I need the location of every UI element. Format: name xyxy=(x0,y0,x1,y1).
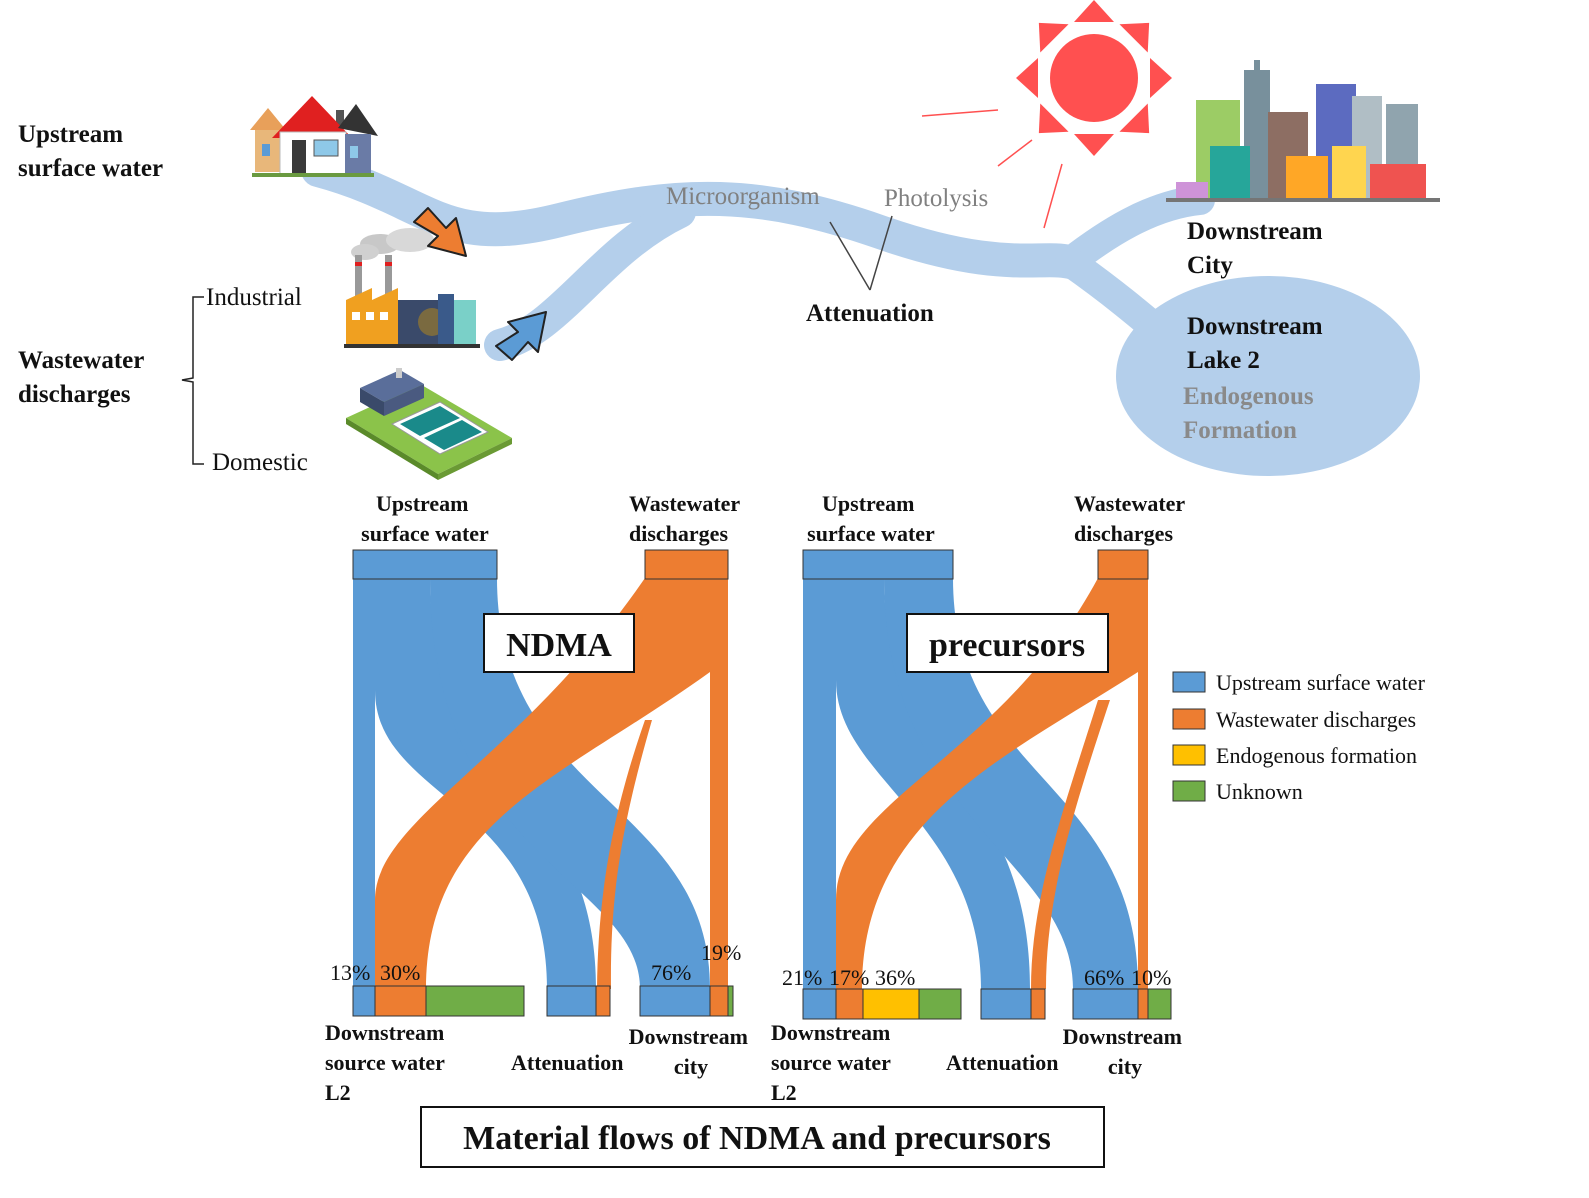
legend-swatch-endogenous xyxy=(1172,744,1206,766)
flow-prec-wastewater-source xyxy=(836,578,1138,989)
ndma-title-box xyxy=(483,613,635,673)
seg-prec-city-upstream xyxy=(1072,988,1139,1020)
flow-prec-upstream-source xyxy=(803,578,836,989)
wastewater-bracket xyxy=(181,296,204,465)
ndma-pct-wastewater-source: 30% xyxy=(380,960,420,985)
seg-ndma-att-upstream xyxy=(546,985,597,1017)
node-prec-wastewater xyxy=(1097,549,1149,580)
node-ndma-wastewater xyxy=(644,549,729,580)
caption-box: Material flows of NDMA and precursors xyxy=(420,1106,1105,1168)
precursors-title: precursors xyxy=(929,627,1085,664)
ndma-title: NDMA xyxy=(506,627,612,664)
seg-prec-source-unknown xyxy=(918,988,962,1020)
flow-ndma-wastewater-source xyxy=(375,578,710,989)
seg-prec-att-wastewater xyxy=(1030,988,1046,1020)
seg-prec-city-wastewater xyxy=(1137,988,1149,1020)
legend-swatch-upstream xyxy=(1172,671,1206,693)
seg-ndma-city-unknown xyxy=(727,985,734,1017)
precursors-title-box xyxy=(906,613,1109,673)
prec-src-upstream-label: Upstream surface water xyxy=(807,491,935,546)
downstream-lake xyxy=(1116,276,1420,476)
seg-ndma-source-unknown xyxy=(425,985,525,1017)
sun-icon xyxy=(921,0,1172,229)
endogenous-formation-label: Endogenous Formation xyxy=(1183,383,1320,444)
flow-ndma-wastewater-attenuation xyxy=(597,720,652,989)
prec-pct-wastewater-source: 17% xyxy=(829,965,869,990)
prec-pct-upstream-source: 21% xyxy=(782,965,822,990)
node-prec-upstream xyxy=(802,549,954,580)
city-icon xyxy=(1166,60,1440,202)
photolysis-label: Photolysis xyxy=(884,185,988,212)
legend-swatch-unknown xyxy=(1172,780,1206,802)
orange-inflow-arrow xyxy=(413,207,467,257)
flow-ndma-upstream-source xyxy=(353,578,375,989)
microorganism-label: Microorganism xyxy=(666,183,820,210)
ndma-pct-upstream-source: 13% xyxy=(330,960,370,985)
ndma-src-upstream-label: Upstream surface water xyxy=(361,491,489,546)
flow-ndma-wastewater-city xyxy=(710,578,728,989)
caption-text: Material flows of NDMA and precursors xyxy=(463,1120,1051,1157)
prec-src-wastewater-label: Wastewater discharges xyxy=(1074,491,1190,546)
seg-prec-source-wastewater xyxy=(835,988,864,1020)
seg-prec-att-upstream xyxy=(980,988,1032,1020)
blue-inflow-arrow xyxy=(495,311,547,361)
legend-swatch-wastewater xyxy=(1172,708,1206,730)
ndma-pct-upstream-city: 76% xyxy=(651,960,691,985)
attenuation-label: Attenuation xyxy=(806,300,934,327)
attenuation-pointer xyxy=(829,215,893,291)
legend-label-unknown: Unknown xyxy=(1216,779,1303,804)
legend-label-upstream: Upstream surface water xyxy=(1216,670,1426,695)
seg-ndma-city-wastewater xyxy=(709,985,729,1017)
node-ndma-upstream xyxy=(352,549,498,580)
seg-prec-source-endogenous xyxy=(862,988,920,1020)
seg-prec-city-unknown xyxy=(1147,988,1172,1020)
domestic-label: Domestic xyxy=(212,449,308,476)
downstream-lake-label: Downstream Lake 2 xyxy=(1187,313,1329,374)
flow-prec-wastewater-city xyxy=(1138,578,1148,989)
sankey-ndma: NDMA 13% 30% 76% 19% Upstream surface wa… xyxy=(325,491,754,1105)
flow-ndma-upstream-city xyxy=(430,578,710,989)
flow-prec-upstream-city xyxy=(884,578,1138,989)
downstream-city-label: Downstream City xyxy=(1187,218,1329,279)
industrial-label: Industrial xyxy=(206,284,302,311)
prec-pct-wastewater-city: 10% xyxy=(1131,965,1171,990)
legend-label-wastewater: Wastewater discharges xyxy=(1216,707,1416,732)
seg-ndma-city-upstream xyxy=(639,985,711,1017)
legend-label-endogenous: Endogenous formation xyxy=(1216,743,1417,768)
sankey-precursors: precursors 21% 17% 36% 66% 10% Upstream … xyxy=(771,491,1190,1105)
ndma-dst-attenuation-label: Attenuation xyxy=(511,1050,623,1075)
seg-ndma-source-wastewater xyxy=(374,985,427,1017)
seg-ndma-source-upstream xyxy=(352,985,376,1017)
ndma-dst-source-label: Downstream source water L2 xyxy=(325,1020,450,1105)
ndma-pct-wastewater-city: 19% xyxy=(701,940,741,965)
treatment-plant-icon xyxy=(346,368,512,480)
seg-prec-source-upstream xyxy=(802,988,837,1020)
prec-dst-source-label: Downstream source water L2 xyxy=(771,1020,896,1105)
prec-pct-endogenous-source: 36% xyxy=(875,965,915,990)
factory-icon xyxy=(344,228,480,348)
seg-ndma-att-wastewater xyxy=(595,985,611,1017)
house-icon xyxy=(250,96,378,177)
prec-pct-upstream-city: 66% xyxy=(1084,965,1124,990)
flow-prec-wastewater-attenuation xyxy=(1031,700,1110,989)
prec-dst-attenuation-label: Attenuation xyxy=(946,1050,1058,1075)
legend: Upstream surface water Wastewater discha… xyxy=(1172,670,1426,804)
ndma-dst-city-label: Downstream city xyxy=(629,1024,754,1079)
ndma-src-wastewater-label: Wastewater discharges xyxy=(629,491,745,546)
wastewater-label: Wastewater discharges xyxy=(18,347,150,408)
upstream-label: Upstream surface water xyxy=(18,121,163,182)
prec-dst-city-label: Downstream city xyxy=(1063,1024,1188,1079)
